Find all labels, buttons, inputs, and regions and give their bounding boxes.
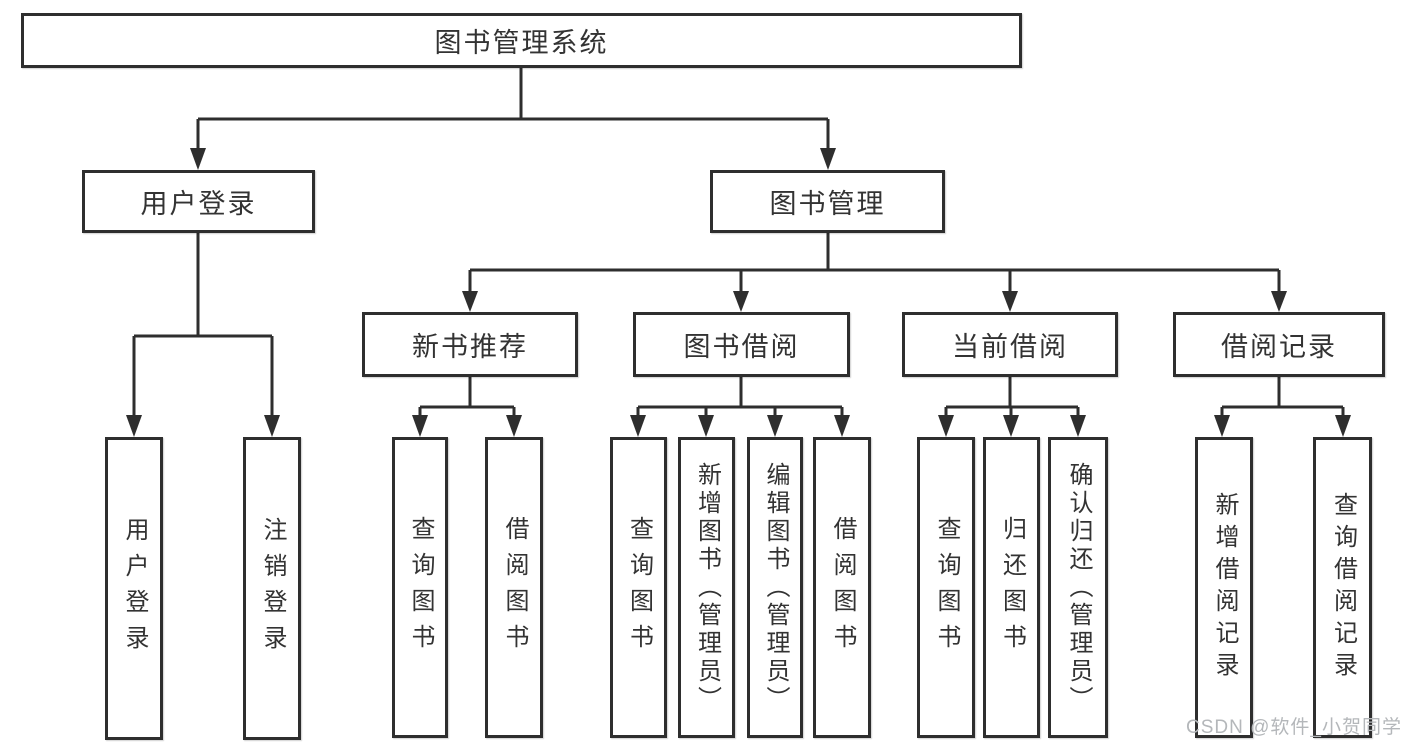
leaf-query-books-recommend: 查询图书	[392, 437, 448, 738]
node-book-management: 图书管理	[710, 170, 945, 233]
node-new-book-recommend: 新书推荐	[362, 312, 578, 377]
leaf-query-books-current: 查询图书	[917, 437, 975, 738]
leaf-return-book: 归还图书	[983, 437, 1040, 738]
leaf-logout: 注销登录	[243, 437, 301, 740]
node-current-borrow: 当前借阅	[902, 312, 1118, 377]
leaf-add-borrow-record: 新增借阅记录	[1195, 437, 1253, 738]
node-borrow-records: 借阅记录	[1173, 312, 1385, 377]
leaf-query-borrow-record: 查询借阅记录	[1313, 437, 1372, 738]
leaf-edit-book-admin: 编辑图书（管理员）	[747, 437, 803, 738]
leaf-borrow-books: 借阅图书	[813, 437, 871, 738]
node-book-borrow: 图书借阅	[633, 312, 850, 377]
node-library-management-system: 图书管理系统	[21, 13, 1022, 68]
leaf-user-login: 用户登录	[105, 437, 163, 740]
leaf-borrow-books-recommend: 借阅图书	[485, 437, 543, 738]
csdn-watermark: CSDN @软件_小贺同学	[1186, 717, 1402, 738]
leaf-confirm-return-admin: 确认归还（管理员）	[1048, 437, 1108, 738]
leaf-query-books-borrow: 查询图书	[610, 437, 667, 738]
leaf-add-book-admin: 新增图书（管理员）	[678, 437, 735, 738]
node-user-login: 用户登录	[82, 170, 315, 233]
